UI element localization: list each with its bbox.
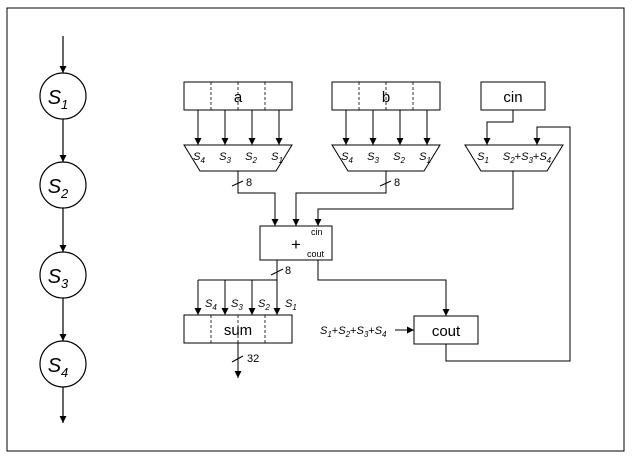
sum-enable-label: S4 — [205, 298, 217, 312]
bus-width-adder-out: 8 — [285, 265, 291, 277]
state-2: S2 — [39, 161, 87, 209]
wire-mux-a-to-adder — [237, 171, 279, 226]
wire-mux-cin-to-adder — [314, 171, 514, 226]
state-4: S4 — [39, 340, 87, 388]
register-sum-label: sum — [224, 322, 252, 339]
mux-b-input-label: S4 — [341, 151, 353, 165]
register-sum: sum — [183, 314, 293, 344]
bus-a-to-mux — [194, 110, 283, 145]
bus-to-sum-register — [194, 280, 281, 315]
state-machine: S1 S2 S3 S4 — [39, 36, 87, 423]
mux-a-input-label: S2 — [245, 151, 257, 165]
bus-width-mux-a: 8 — [246, 177, 252, 189]
state-3-label: S3 — [48, 266, 69, 291]
register-a-label: a — [234, 89, 243, 106]
state-4-label: S4 — [48, 355, 69, 380]
sum-enable-label: S3 — [231, 298, 243, 312]
wire-cout-feedback — [445, 126, 571, 362]
mux-a: S4 S3 S2 S1 — [183, 144, 293, 172]
register-a: a — [183, 81, 293, 111]
cout-enable-label: S1+S2+S3+S4 — [320, 325, 387, 339]
adder-operator: + — [291, 235, 301, 254]
mux-b-input-label: S3 — [367, 151, 379, 165]
bus-slash-mux-b — [379, 180, 392, 187]
mux-a-input-label: S4 — [193, 151, 205, 165]
wire-mux-b-to-adder — [292, 171, 387, 226]
adder-cin-port: cin — [311, 227, 323, 237]
mux-cin-input-right: S2+S3+S4 — [503, 151, 552, 165]
register-cin-label: cin — [503, 89, 522, 106]
mux-b-input-label: S2 — [393, 151, 405, 165]
state-3: S3 — [39, 251, 87, 299]
wire-adder-cout-out — [317, 260, 450, 316]
register-b: b — [331, 81, 441, 111]
mux-a-input-label: S3 — [219, 151, 231, 165]
mux-a-input-label: S1 — [271, 151, 283, 165]
state-2-label: S2 — [48, 176, 69, 201]
bus-width-sum-out: 32 — [247, 353, 259, 365]
bus-width-mux-b: 8 — [394, 177, 400, 189]
register-cout-label: cout — [432, 323, 461, 340]
register-cout: cout — [413, 315, 479, 345]
register-cin: cin — [480, 81, 546, 111]
bus-slash-adder-out — [270, 268, 284, 276]
sum-enable-label: S2 — [258, 298, 270, 312]
wire-cin-reg-to-mux — [483, 110, 514, 145]
register-b-label: b — [382, 89, 390, 106]
bus-b-to-mux — [342, 110, 431, 145]
state-1-label: S1 — [48, 87, 69, 112]
mux-cin-input-left: S1 — [477, 151, 489, 165]
sum-enable-label: S1 — [285, 298, 297, 312]
adder-cout-port: cout — [307, 249, 325, 259]
mux-cin: S1 S2+S3+S4 — [464, 144, 564, 172]
adder: + cin cout — [259, 225, 333, 261]
bus-slash-mux-a — [231, 180, 244, 187]
state-1: S1 — [39, 72, 87, 120]
bus-slash-sum-out — [231, 355, 244, 363]
mux-b-input-label: S1 — [419, 151, 431, 165]
mux-b: S4 S3 S2 S1 — [331, 144, 441, 172]
